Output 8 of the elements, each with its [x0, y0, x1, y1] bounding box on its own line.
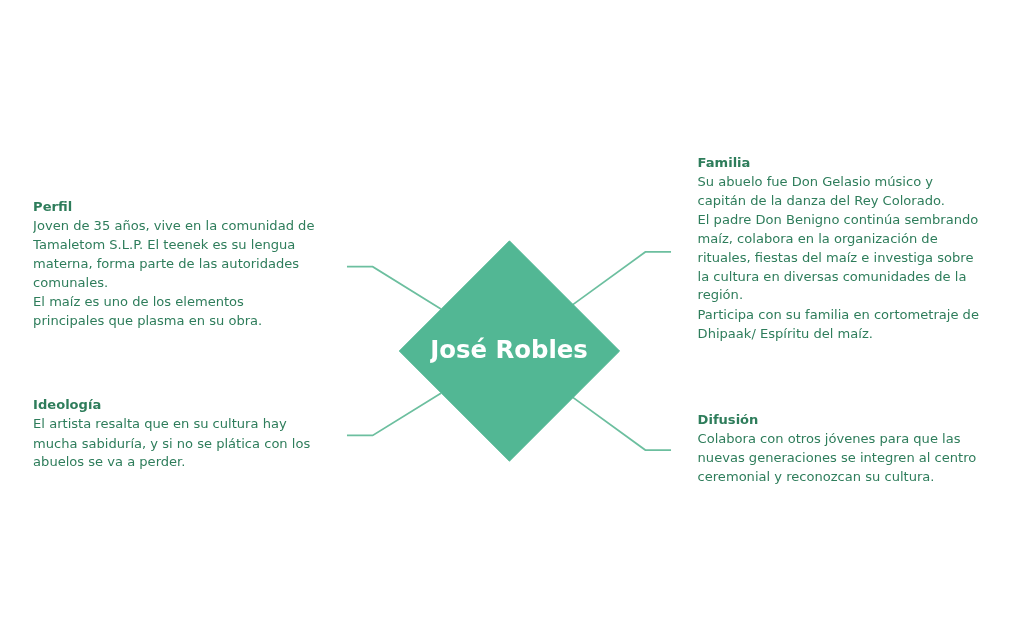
- connector: [345, 266, 442, 311]
- node-text: Familia Su abuelo fue Don Gelasio músico y capitán de la danza del Rey Colorado. El padre Don Benigno continúa sembrando maíz, colabora en la organización de rituales, fiestas del maíz e investiga sobre la cultura en diversas comunidades de la región. Participa con su familia en cortometraje de Dhipaak/ Espíritu del maíz.: [697, 155, 979, 342]
- node-text: Perfil Joven de 35 años, vive en la comunidad de Tamaletom S.L.P. El teenek es su lengua materna, forma parte de las autoridades comunales. El maíz es uno de los elementos principales que plasma en su obra.: [33, 199, 315, 329]
- connector: [571, 251, 673, 306]
- node-text: Ideología El artista resalta que en su cultura hay mucha sabiduría, y si no se plática con los abuelos se va a perder.: [33, 397, 311, 470]
- connector: [345, 392, 442, 437]
- node-text: Difusión Colabora con otros jóvenes para que las nuevas generaciones se integren al centro ceremonial y reconozcan su cultura.: [697, 412, 977, 485]
- connector: [571, 396, 673, 452]
